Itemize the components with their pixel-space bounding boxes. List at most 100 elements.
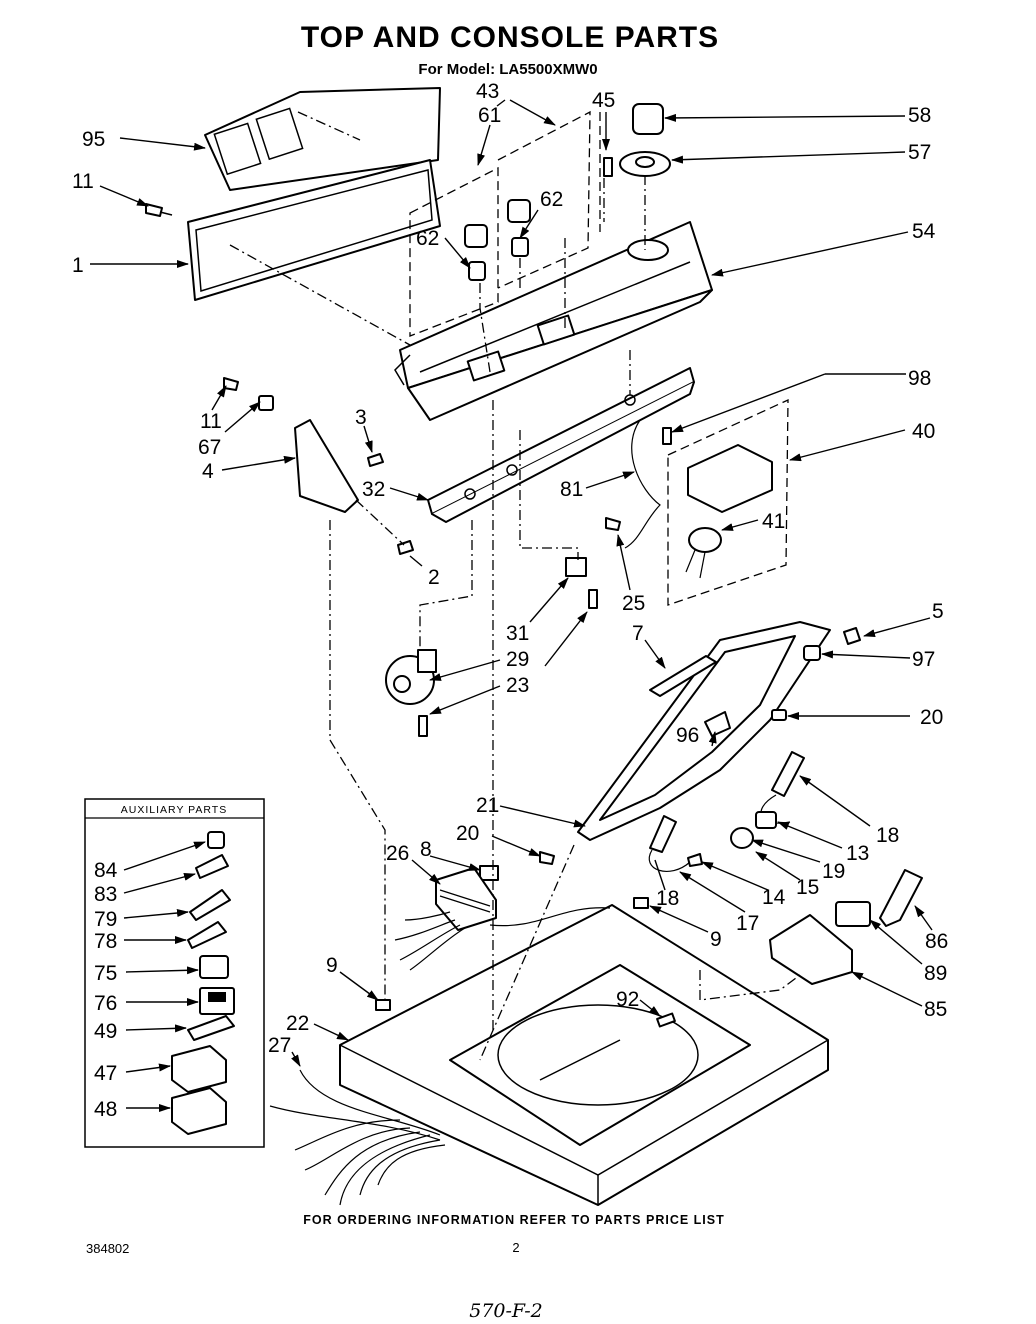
aux-part-84-icon bbox=[207, 831, 225, 849]
part-7-lid-handle bbox=[649, 655, 717, 697]
part-5-screw bbox=[843, 627, 861, 645]
part-45-screw bbox=[603, 157, 613, 177]
part-25-screw bbox=[605, 517, 621, 531]
callout-1: 1 bbox=[72, 254, 84, 277]
callout-18-right: 18 bbox=[876, 824, 899, 847]
aux-part-79-icon bbox=[189, 889, 231, 921]
part-41-motor bbox=[685, 527, 722, 579]
aux-part-78-icon bbox=[187, 921, 227, 949]
callout-58: 58 bbox=[908, 104, 931, 127]
part-23-screw-b bbox=[418, 715, 428, 737]
callout-97: 97 bbox=[912, 648, 935, 671]
aux-callout-76: 76 bbox=[94, 992, 117, 1015]
callout-9-left: 9 bbox=[326, 954, 338, 977]
part-57-timer-skirt bbox=[619, 151, 671, 177]
aux-part-83-icon bbox=[195, 854, 229, 879]
part-89-valve bbox=[835, 901, 871, 927]
callout-22: 22 bbox=[286, 1012, 309, 1035]
part-27-harness bbox=[269, 1069, 446, 1206]
aux-part-75-icon bbox=[199, 955, 229, 979]
callout-40: 40 bbox=[912, 420, 935, 443]
model-subtitle: For Model: LA5500XMW0 bbox=[418, 61, 597, 78]
part-31-clip bbox=[565, 557, 587, 577]
aux-part-76-icon bbox=[199, 987, 235, 1015]
group-43-outline bbox=[409, 166, 499, 337]
callout-45: 45 bbox=[592, 89, 615, 112]
part-21-lid bbox=[577, 621, 831, 841]
part-20-screw-a bbox=[771, 709, 787, 721]
document-number: 384802 bbox=[86, 1241, 129, 1256]
callout-85: 85 bbox=[924, 998, 947, 1021]
part-4-endcap bbox=[294, 419, 359, 513]
part-86-inlet bbox=[879, 869, 923, 927]
callout-89: 89 bbox=[924, 962, 947, 985]
callout-15: 15 bbox=[796, 876, 819, 899]
aux-callout-49: 49 bbox=[94, 1020, 117, 1043]
callout-86: 86 bbox=[925, 930, 948, 953]
part-11-screw-side bbox=[223, 377, 239, 391]
part-32-bracket bbox=[427, 367, 695, 523]
aux-part-49-icon bbox=[187, 1015, 235, 1041]
part-2-pin bbox=[397, 540, 414, 555]
part-58-timer-knob bbox=[632, 103, 664, 135]
group-61-outline bbox=[497, 110, 591, 289]
callout-92: 92 bbox=[616, 988, 639, 1011]
callout-11-top: 11 bbox=[72, 170, 94, 193]
callout-31: 31 bbox=[506, 622, 529, 645]
parts-artwork bbox=[145, 87, 923, 1206]
callout-5: 5 bbox=[932, 600, 944, 623]
aux-callout-83: 83 bbox=[94, 883, 117, 906]
aux-box-title: AUXILIARY PARTS bbox=[121, 804, 227, 816]
part-1-panel-frame bbox=[187, 159, 441, 301]
auxiliary-parts-box: AUXILIARY PARTS bbox=[84, 798, 265, 1148]
callout-18-lower: 18 bbox=[656, 887, 679, 910]
part-13-lid-switch bbox=[755, 811, 777, 829]
callout-81: 81 bbox=[560, 478, 583, 501]
callout-62-right: 62 bbox=[540, 188, 563, 211]
part-62-knob-left bbox=[464, 224, 488, 281]
callout-98: 98 bbox=[908, 367, 931, 390]
callout-21: 21 bbox=[476, 794, 499, 817]
callout-62-left: 62 bbox=[416, 227, 439, 250]
part-8-clip bbox=[479, 865, 499, 881]
part-81-harness bbox=[624, 419, 661, 549]
group-40-outline bbox=[667, 398, 789, 606]
part-23-screw-a bbox=[588, 589, 598, 609]
aux-part-48-icon bbox=[171, 1087, 227, 1135]
part-14-screw bbox=[687, 853, 703, 867]
page-title: TOP AND CONSOLE PARTS bbox=[301, 21, 719, 54]
callout-95: 95 bbox=[82, 128, 105, 151]
callout-8: 8 bbox=[420, 838, 432, 861]
aux-callout-78: 78 bbox=[94, 930, 117, 953]
aux-callout-84: 84 bbox=[94, 859, 118, 882]
part-67-clip bbox=[258, 395, 274, 411]
callout-26: 26 bbox=[386, 842, 409, 865]
callout-96: 96 bbox=[676, 724, 699, 747]
callout-labels: 95 11 1 43 61 45 58 57 62 62 54 11 67 4 … bbox=[72, 80, 948, 1121]
part-62-knob-right bbox=[507, 199, 531, 257]
callout-leaders bbox=[90, 99, 933, 1112]
callout-57: 57 bbox=[908, 141, 931, 164]
callout-67: 67 bbox=[198, 436, 221, 459]
part-11-screw-top bbox=[145, 203, 173, 217]
callout-25: 25 bbox=[622, 592, 645, 615]
aux-callout-48: 48 bbox=[94, 1098, 117, 1121]
part-22-top bbox=[339, 904, 829, 1206]
callout-17: 17 bbox=[736, 912, 759, 935]
part-3-screw bbox=[367, 453, 384, 467]
page-number: 2 bbox=[512, 1240, 519, 1255]
part-29-pressure-switch bbox=[385, 649, 437, 705]
callout-7: 7 bbox=[632, 622, 644, 645]
callout-4: 4 bbox=[202, 460, 214, 483]
callout-41: 41 bbox=[762, 510, 785, 533]
callout-61: 61 bbox=[478, 104, 501, 127]
part-20-screw-b bbox=[539, 851, 555, 865]
callout-11-side: 11 bbox=[200, 410, 222, 433]
callout-9-right: 9 bbox=[710, 928, 722, 951]
callout-3: 3 bbox=[355, 406, 367, 429]
callout-43: 43 bbox=[476, 80, 499, 103]
handwritten-code: 570-F-2 bbox=[469, 1300, 543, 1322]
part-97-hinge bbox=[803, 645, 821, 661]
callout-23: 23 bbox=[506, 674, 529, 697]
